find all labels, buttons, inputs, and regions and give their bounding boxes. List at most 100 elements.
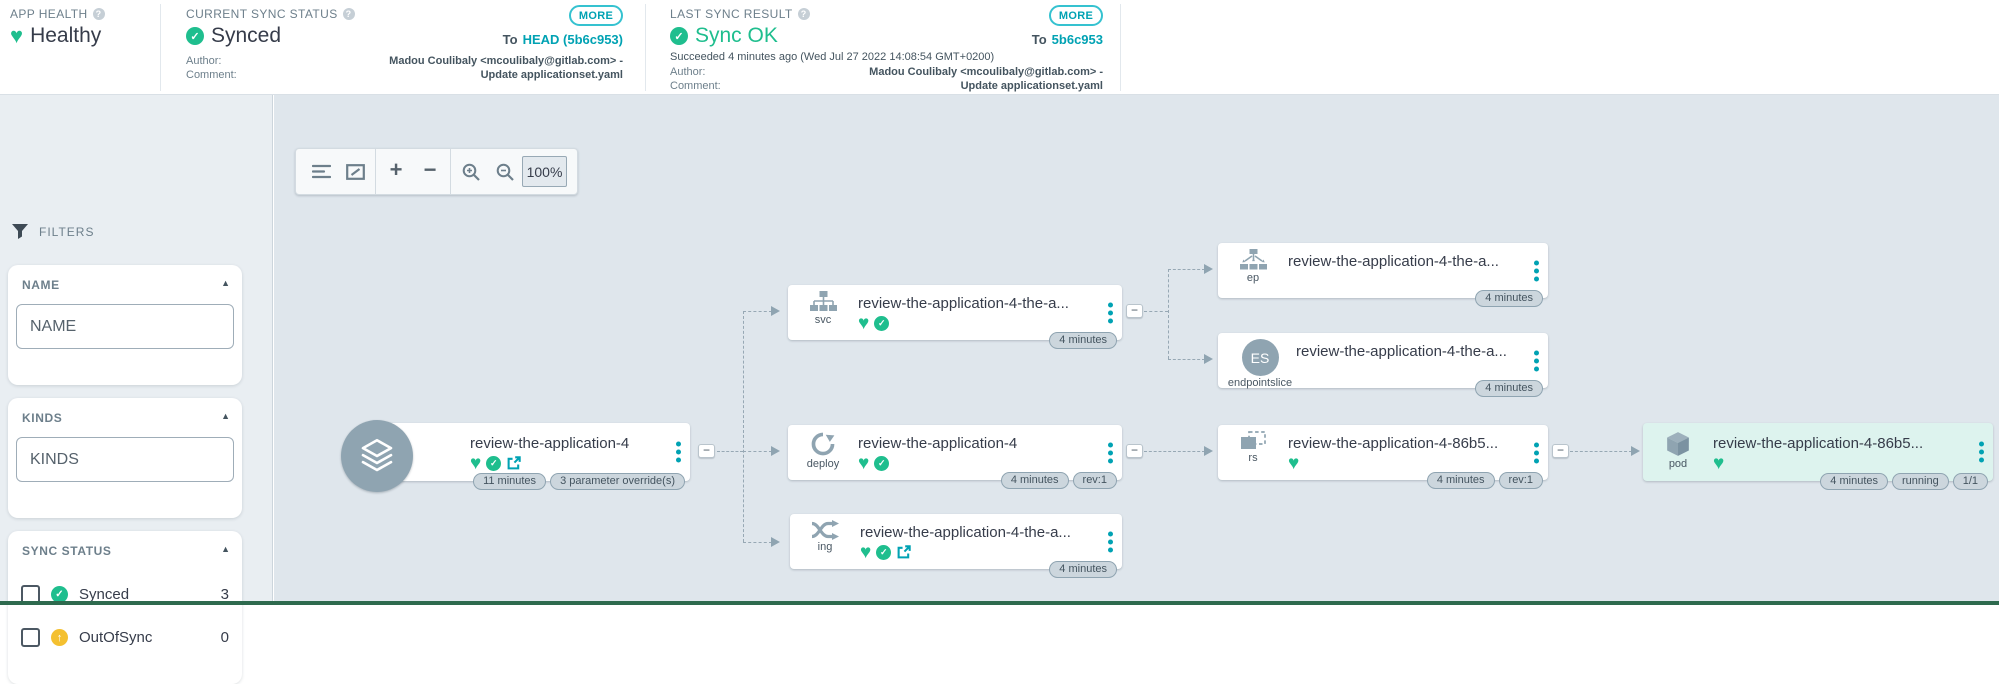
collapse-node-button[interactable]: − xyxy=(1126,444,1143,458)
magnifier-minus-icon[interactable] xyxy=(488,155,522,189)
comment-row: Comment: Update applicationset.yaml xyxy=(186,69,623,81)
help-icon[interactable]: ? xyxy=(92,8,105,20)
health-heart-icon: ♥ xyxy=(1713,453,1725,474)
node-endpointslice[interactable]: ES endpointslice review-the-application-… xyxy=(1218,333,1548,397)
revision-link[interactable]: 5b6c953 xyxy=(1051,32,1103,47)
collapse-node-button[interactable]: − xyxy=(1126,304,1143,318)
toolbar-separator xyxy=(450,149,451,194)
synced-option-count: 3 xyxy=(220,586,229,603)
node-menu-icon[interactable] xyxy=(1534,260,1539,281)
last-sync-value: ✓ Sync OK xyxy=(670,24,778,48)
filter-option-outofsync[interactable]: ↑ OutOfSync 0 xyxy=(21,628,229,647)
kinds-filter-input[interactable] xyxy=(16,437,234,482)
comment-label: Comment: xyxy=(670,80,721,92)
edge xyxy=(1144,451,1205,452)
node-application[interactable]: review-the-application-4 ♥ ✓ 11 minutes … xyxy=(373,423,690,490)
node-menu-icon[interactable] xyxy=(1979,441,1984,463)
health-heart-icon: ♥ xyxy=(1288,453,1300,474)
zoom-in-button[interactable]: + xyxy=(389,157,403,182)
deployment-icon xyxy=(811,432,835,456)
name-filter-input[interactable] xyxy=(16,304,234,349)
graph-toolbar: + − 100% xyxy=(295,148,578,195)
revision-link[interactable]: HEAD (5b6c953) xyxy=(522,32,623,47)
collapse-node-button[interactable]: − xyxy=(698,444,715,458)
node-menu-icon[interactable] xyxy=(1534,442,1539,463)
header-divider xyxy=(160,4,161,91)
outofsync-checkbox[interactable] xyxy=(21,628,40,647)
age-badge: 11 minutes xyxy=(473,473,547,490)
outofsync-option-label: OutOfSync xyxy=(79,629,153,646)
edge xyxy=(1570,451,1632,452)
edge xyxy=(717,451,743,452)
node-deployment[interactable]: deploy review-the-application-4 ♥ ✓ 4 mi… xyxy=(788,425,1122,489)
health-heart-icon: ♥ xyxy=(858,453,870,474)
kinds-filter-card: KINDS ▲ xyxy=(8,398,242,518)
last-sync-label: LAST SYNC RESULT ? xyxy=(670,7,810,21)
author-label: Author: xyxy=(670,66,706,78)
sync-status-more-button[interactable]: MORE xyxy=(569,5,623,26)
filter-option-synced[interactable]: ✓ Synced 3 xyxy=(21,585,229,604)
comment-row: Comment: Update applicationset.yaml xyxy=(670,80,1103,92)
node-kind-label: svc xyxy=(814,314,832,326)
edge-arrow-icon xyxy=(1631,446,1640,456)
node-pod[interactable]: pod review-the-application-4-86b5... ♥ 4… xyxy=(1643,423,1993,490)
sync-status-filter-card: SYNC STATUS ▲ ✓ Synced 3 ↑ OutOfSync 0 xyxy=(8,531,242,684)
endpointslice-icon: ES xyxy=(1241,339,1279,376)
node-menu-icon[interactable] xyxy=(1534,350,1539,371)
header-divider xyxy=(1120,4,1121,91)
node-ingress[interactable]: ing review-the-application-4-the-a... ♥ … xyxy=(790,514,1122,578)
author-value: Madou Coulibaly <mcoulibaly@gitlab.com> … xyxy=(869,66,1103,78)
filters-header: FILTERS xyxy=(12,224,94,239)
healthy-heart-icon: ♥ xyxy=(10,23,24,48)
magnifier-plus-icon[interactable] xyxy=(454,155,488,189)
external-link-icon[interactable] xyxy=(896,545,911,560)
application-layers-icon[interactable] xyxy=(341,420,413,492)
last-sync-label-text: LAST SYNC RESULT xyxy=(670,7,793,21)
node-endpoint[interactable]: ep review-the-application-4-the-a... 4 m… xyxy=(1218,243,1548,307)
zoom-level-box[interactable]: 100% xyxy=(522,156,567,187)
app-health-status-text: Healthy xyxy=(30,24,102,47)
edge xyxy=(1168,269,1205,270)
node-service[interactable]: svc review-the-application-4-the-a... ♥ … xyxy=(788,285,1122,349)
app-health-label-text: APP HEALTH xyxy=(10,7,88,21)
edge-arrow-icon xyxy=(771,446,780,456)
last-sync-to-revision: To 5b6c953 xyxy=(866,32,1103,47)
age-badge: 4 minutes xyxy=(1049,561,1117,578)
collapse-arrow-icon[interactable]: ▲ xyxy=(221,544,230,554)
age-badge: 4 minutes xyxy=(1049,332,1117,349)
filters-title: FILTERS xyxy=(39,224,95,239)
status-header: APP HEALTH ? ♥ Healthy CURRENT SYNC STAT… xyxy=(0,0,1999,95)
age-badge: 4 minutes xyxy=(1475,380,1543,397)
filters-sidebar: FILTERS NAME ▲ KINDS ▲ SYNC STATUS ▲ ✓ S… xyxy=(0,95,273,684)
collapse-node-button[interactable]: − xyxy=(1552,444,1569,458)
health-heart-icon: ♥ xyxy=(858,313,870,334)
help-icon[interactable]: ? xyxy=(797,8,810,20)
edge xyxy=(743,451,772,452)
help-icon[interactable]: ? xyxy=(342,8,355,20)
ready-count-badge: 1/1 xyxy=(1952,473,1988,490)
zoom-out-button[interactable]: − xyxy=(423,157,437,182)
collapse-arrow-icon[interactable]: ▲ xyxy=(221,278,230,288)
edge xyxy=(743,542,772,543)
collapse-arrow-icon[interactable]: ▲ xyxy=(221,411,230,421)
synced-check-icon: ✓ xyxy=(874,456,890,471)
synced-check-icon: ✓ xyxy=(51,586,68,603)
node-menu-icon[interactable] xyxy=(676,441,681,463)
relayout-icon[interactable] xyxy=(304,155,338,189)
edge-arrow-icon xyxy=(771,306,780,316)
node-title: review-the-application-4 xyxy=(858,435,1018,452)
node-menu-icon[interactable] xyxy=(1108,531,1113,552)
current-sync-value: ✓ Synced xyxy=(186,24,281,48)
comment-value: Update applicationset.yaml xyxy=(480,69,623,81)
revision-badge: rev:1 xyxy=(1498,472,1543,489)
last-sync-more-button[interactable]: MORE xyxy=(1049,5,1103,26)
node-kind-label: pod xyxy=(1668,458,1688,470)
fit-to-screen-icon[interactable] xyxy=(338,155,372,189)
external-link-icon[interactable] xyxy=(506,456,521,471)
synced-check-icon: ✓ xyxy=(486,456,502,471)
node-menu-icon[interactable] xyxy=(1108,442,1113,463)
author-row: Author: Madou Coulibaly <mcoulibaly@gitl… xyxy=(186,55,623,67)
node-replicaset[interactable]: rs review-the-application-4-86b5... ♥ 4 … xyxy=(1218,425,1548,489)
age-badge: 4 minutes xyxy=(1426,472,1495,489)
node-menu-icon[interactable] xyxy=(1108,302,1113,323)
